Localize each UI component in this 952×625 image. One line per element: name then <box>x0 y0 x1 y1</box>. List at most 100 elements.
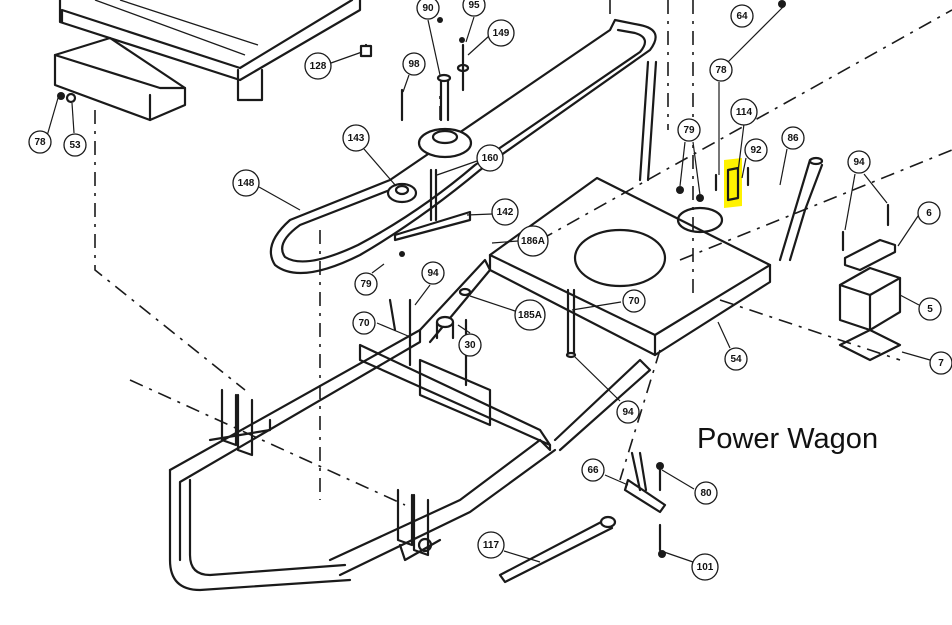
side-box <box>838 203 902 362</box>
callout-143: 143 <box>342 124 370 152</box>
callout-circle <box>917 201 941 225</box>
callout-circle <box>354 272 378 296</box>
callout-number: 149 <box>493 28 510 39</box>
callout-94: 94 <box>847 150 871 174</box>
callout-circle <box>416 0 440 20</box>
callout-number: 30 <box>464 340 476 351</box>
callout-circle <box>781 126 805 150</box>
callout-circle <box>304 52 332 80</box>
callout-number: 186A <box>521 236 545 247</box>
callout-90: 90 <box>416 0 440 20</box>
callout-number: 90 <box>422 3 434 14</box>
callout-number: 79 <box>683 125 695 136</box>
callout-5: 5 <box>918 297 942 321</box>
callout-circle <box>342 124 370 152</box>
callout-80: 80 <box>694 481 718 505</box>
callout-number: 185A <box>518 310 542 321</box>
callout-circle <box>232 169 260 197</box>
callout-70: 70 <box>622 289 646 313</box>
callout-circle <box>63 133 87 157</box>
callout-186A: 186A <box>517 225 549 257</box>
callout-95: 95 <box>462 0 486 17</box>
callout-number: 101 <box>697 562 714 573</box>
callout-number: 143 <box>348 133 365 144</box>
callout-number: 95 <box>468 0 480 11</box>
callout-circle <box>458 333 482 357</box>
drive-belt <box>269 18 657 275</box>
callout-number: 80 <box>700 488 712 499</box>
callout-number: 78 <box>715 65 727 76</box>
callout-number: 98 <box>408 59 420 70</box>
callout-number: 160 <box>482 153 499 164</box>
callout-circle <box>616 400 640 424</box>
callout-leaders <box>46 4 931 563</box>
callout-number: 117 <box>483 540 500 551</box>
callout-circle <box>517 225 549 257</box>
callout-78: 78 <box>709 58 733 82</box>
callout-number: 70 <box>358 318 370 329</box>
callout-circle <box>847 150 871 174</box>
callout-98: 98 <box>402 52 426 76</box>
callout-53: 53 <box>63 133 87 157</box>
callout-number: 142 <box>497 207 514 218</box>
callout-number: 78 <box>34 137 46 148</box>
callout-66: 66 <box>581 458 605 482</box>
callout-circle <box>421 261 445 285</box>
diagram-title: Power Wagon <box>697 423 879 455</box>
callout-circle <box>677 118 701 142</box>
callout-number: 5 <box>927 304 933 315</box>
callout-circle <box>709 58 733 82</box>
callout-79: 79 <box>677 118 701 142</box>
callout-number: 128 <box>310 61 327 72</box>
callout-circle <box>730 98 758 126</box>
callout-185A: 185A <box>514 299 546 331</box>
callout-160: 160 <box>476 144 504 172</box>
callout-64: 64 <box>730 4 754 28</box>
upper-hardware <box>359 43 472 242</box>
callout-circle <box>28 130 52 154</box>
callout-circle <box>487 19 515 47</box>
callout-number: 64 <box>736 11 748 22</box>
callout-79: 79 <box>354 272 378 296</box>
callout-128: 128 <box>304 52 332 80</box>
callout-circle <box>918 297 942 321</box>
callout-70: 70 <box>352 311 376 335</box>
callout-number: 79 <box>360 279 372 290</box>
seat-deck <box>53 0 362 122</box>
callout-circle <box>730 4 754 28</box>
callout-circle <box>744 138 768 162</box>
callout-circle <box>352 311 376 335</box>
frame-tubes <box>168 258 652 592</box>
callout-78: 78 <box>28 130 52 154</box>
callout-circle <box>691 553 719 581</box>
callout-number: 94 <box>853 157 865 168</box>
callout-circle <box>622 289 646 313</box>
callout-circle <box>477 531 505 559</box>
callout-7: 7 <box>929 351 952 375</box>
main-platform <box>488 176 772 357</box>
callout-number: 7 <box>938 358 944 369</box>
callout-149: 149 <box>487 19 515 47</box>
callout-117: 117 <box>477 531 505 559</box>
callout-number: 114 <box>736 107 753 118</box>
callout-number: 6 <box>926 208 932 219</box>
callout-number: 148 <box>238 178 255 189</box>
callout-number: 92 <box>750 145 762 156</box>
callout-number: 94 <box>427 268 439 279</box>
callout-circle <box>402 52 426 76</box>
hardware-marks <box>57 0 786 558</box>
callout-number: 54 <box>730 354 742 365</box>
callout-number: 86 <box>787 133 799 144</box>
callout-circle <box>491 198 519 226</box>
brackets <box>208 388 442 562</box>
callout-86: 86 <box>781 126 805 150</box>
callout-circle <box>724 347 748 371</box>
callout-94: 94 <box>616 400 640 424</box>
callout-94: 94 <box>421 261 445 285</box>
pedal-linkage <box>498 451 667 584</box>
callout-number: 66 <box>587 465 599 476</box>
handle-bar <box>638 60 824 262</box>
callout-number: 94 <box>622 407 634 418</box>
callout-6: 6 <box>917 201 941 225</box>
